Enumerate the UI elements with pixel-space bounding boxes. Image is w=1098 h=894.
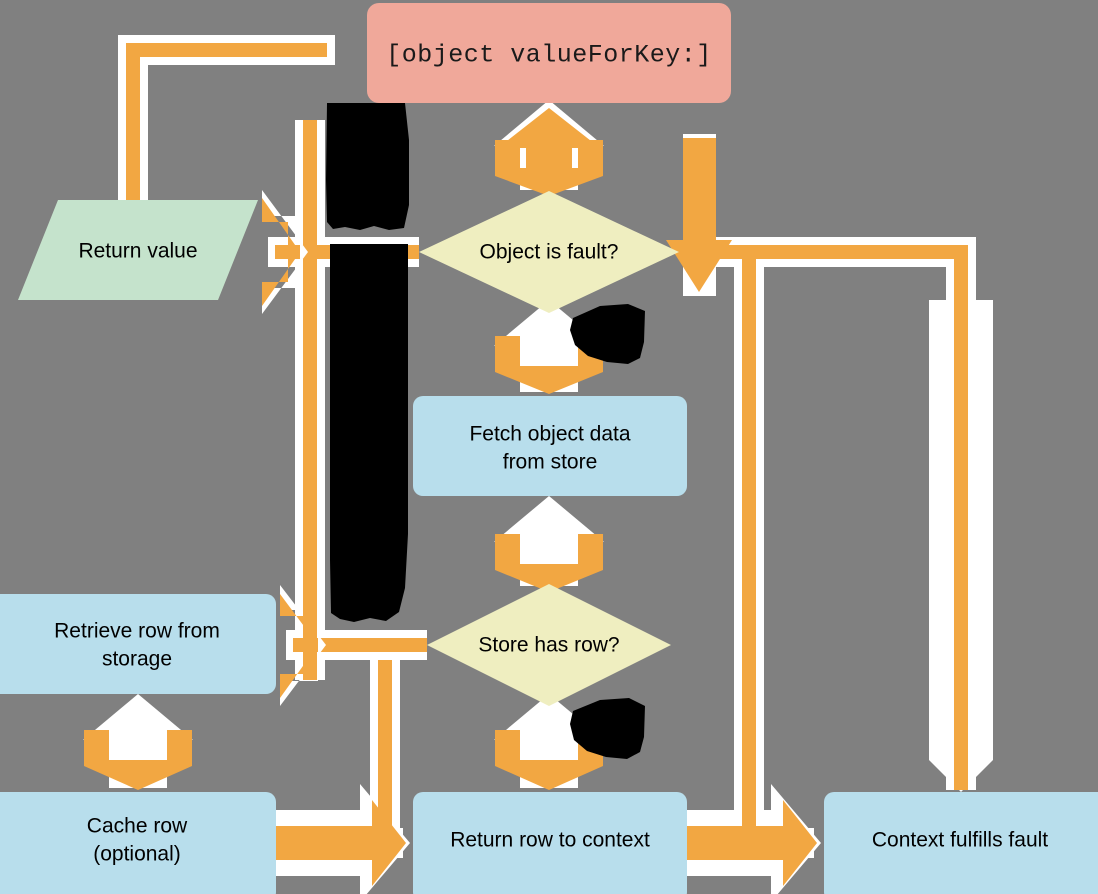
- arrow-entry-to-fault: [494, 100, 604, 196]
- node-cache-row-line2: (optional): [93, 843, 181, 866]
- node-fetch-object-data-line2: from store: [503, 451, 598, 474]
- redaction-fault-yes: [570, 304, 645, 364]
- redaction-row-yes: [570, 698, 645, 759]
- arrow-cache-to-returnrow: [276, 784, 410, 894]
- node-entry-label: [object valueForKey:]: [386, 41, 712, 70]
- node-return-row-to-context-label: Return row to context: [450, 829, 650, 852]
- node-entry[interactable]: [object valueForKey:]: [367, 3, 731, 103]
- node-store-has-row-label: Store has row?: [478, 634, 619, 657]
- node-return-value-label: Return value: [78, 240, 197, 263]
- arrow-fetch-to-storehasrow: [494, 496, 604, 592]
- node-return-value[interactable]: Return value: [18, 200, 258, 300]
- connector-lines-top: [303, 250, 968, 843]
- node-context-fulfills-fault-label: Context fulfills fault: [872, 829, 1048, 852]
- arrow-retrieve-to-cache: [83, 694, 193, 790]
- redaction-fault-no: [326, 103, 409, 230]
- node-fetch-object-data[interactable]: Fetch object data from store: [413, 396, 687, 496]
- redaction-blobs: [326, 103, 645, 759]
- redaction-midcolumn: [330, 244, 408, 622]
- node-store-has-row[interactable]: Store has row?: [427, 584, 671, 706]
- arrow-fault-no-to-returnvalue: [262, 190, 308, 314]
- node-retrieve-row[interactable]: Retrieve row from storage: [0, 594, 276, 694]
- node-object-is-fault-label: Object is fault?: [480, 241, 619, 264]
- node-cache-row-line1: Cache row: [87, 815, 188, 838]
- arrow-contextfulfills-return-to-fault: [666, 134, 732, 296]
- node-cache-row[interactable]: Cache row (optional): [0, 792, 276, 894]
- node-context-fulfills-fault[interactable]: Context fulfills fault: [824, 792, 1098, 894]
- node-fetch-object-data-line1: Fetch object data: [469, 423, 630, 446]
- node-retrieve-row-line1: Retrieve row from: [54, 620, 220, 643]
- node-retrieve-row-line2: storage: [102, 648, 172, 671]
- node-object-is-fault[interactable]: Object is fault?: [419, 191, 679, 313]
- node-return-row-to-context[interactable]: Return row to context: [413, 792, 687, 894]
